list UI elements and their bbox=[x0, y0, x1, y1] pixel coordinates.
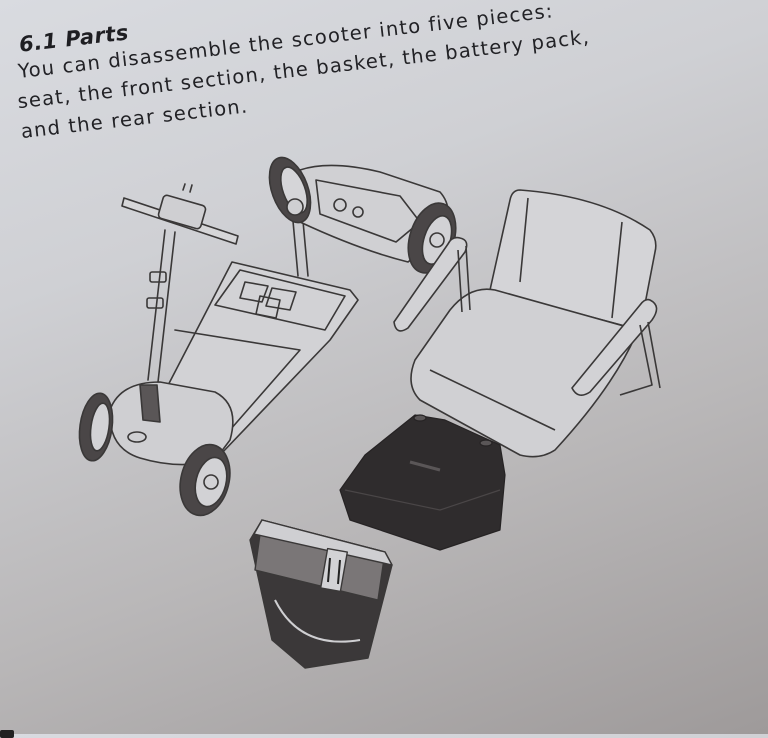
seat-illustration bbox=[393, 189, 661, 458]
front-section-illustration bbox=[78, 183, 359, 517]
rear-section-illustration bbox=[268, 156, 457, 274]
battery-pack-illustration bbox=[339, 414, 506, 551]
page-edge-mark bbox=[0, 730, 14, 738]
basket-illustration bbox=[249, 519, 393, 669]
